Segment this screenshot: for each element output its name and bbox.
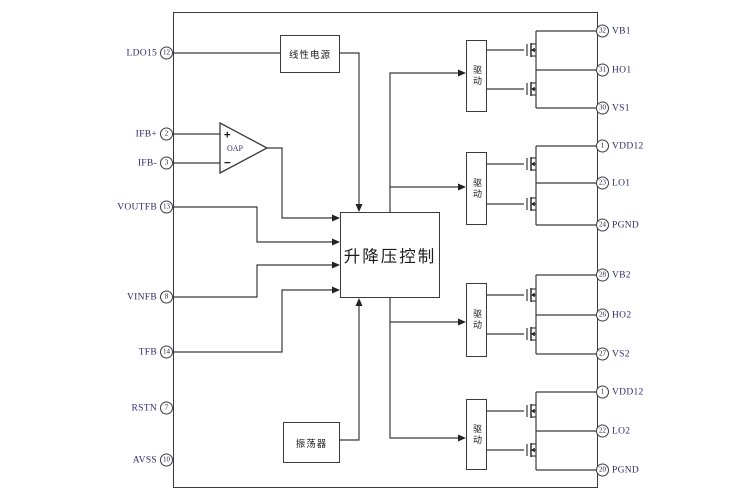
pin-vdd12-1: 1 VDD12 xyxy=(596,139,644,153)
driver-block-2: 驱动 xyxy=(466,152,487,225)
nmos-icon xyxy=(526,81,537,97)
pin-vs1: 30 VS1 xyxy=(596,101,630,115)
block-linear-regulator-label: 线性电源 xyxy=(288,50,331,61)
pin-number-circle: 23 xyxy=(596,176,609,190)
pin-number-circle: 32 xyxy=(596,24,609,38)
pin-number-circle: 31 xyxy=(596,63,609,77)
pin-vb1: 32 VB1 xyxy=(596,24,631,38)
pin-pgnd-1: 24 PGND xyxy=(596,218,639,232)
pin-vinfb: VINFB 8 xyxy=(127,290,173,304)
pin-number-circle: 12 xyxy=(160,46,173,60)
pin-vb2: 28 VB2 xyxy=(596,268,631,282)
pin-number-circle: 1 xyxy=(596,385,609,399)
pin-number-circle: 20 xyxy=(596,463,609,477)
pin-number-circle: 1 xyxy=(596,139,609,153)
opamp-plus-sign: + xyxy=(224,128,231,141)
block-buckboost-controller: 升降压控制 xyxy=(340,212,440,298)
driver-block-2-label: 驱动 xyxy=(472,177,482,200)
driver-block-1-label: 驱动 xyxy=(472,65,482,87)
pin-lo2: 22 LO2 xyxy=(596,424,630,438)
nmos-icon xyxy=(526,403,537,419)
block-oscillator-label: 振荡器 xyxy=(295,438,328,450)
pin-number-circle: 13 xyxy=(160,200,173,214)
block-linear-regulator: 线性电源 xyxy=(280,35,340,73)
pin-lo1: 23 LO1 xyxy=(596,176,630,190)
pin-rstn: RSTN 7 xyxy=(132,401,173,415)
nmos-icon xyxy=(526,196,537,212)
nmos-icon xyxy=(526,42,537,58)
driver-block-1: 驱动 xyxy=(466,40,487,112)
pin-number-circle: 2 xyxy=(160,127,173,141)
opamp-minus-sign: − xyxy=(224,156,231,169)
arrowheads xyxy=(332,69,466,442)
driver-block-3: 驱动 xyxy=(466,283,487,357)
nmos-icon xyxy=(526,326,537,342)
pin-ho1: 31 HO1 xyxy=(596,63,631,77)
block-oscillator: 振荡器 xyxy=(283,422,340,463)
pin-ldo15: LDO15 12 xyxy=(126,46,173,60)
pin-number-circle: 14 xyxy=(160,345,173,359)
wires xyxy=(173,30,598,471)
nmos-icon xyxy=(526,442,537,458)
pin-ho2: 26 HO2 xyxy=(596,308,631,322)
pin-number-circle: 8 xyxy=(160,290,173,304)
pin-ifb-plus: IFB+ 2 xyxy=(136,127,173,141)
pin-tfb: TFB 14 xyxy=(139,345,173,359)
pin-number-circle: 30 xyxy=(596,101,609,115)
pin-vs2: 27 VS2 xyxy=(596,347,630,361)
pin-number-circle: 7 xyxy=(160,401,173,415)
pin-voutfb: VOUTFB 13 xyxy=(117,200,173,214)
chip-outline xyxy=(173,12,598,488)
driver-block-4: 驱动 xyxy=(466,399,487,470)
pin-number-circle: 10 xyxy=(160,453,173,467)
nmos-icon xyxy=(526,287,537,303)
pin-number-circle: 22 xyxy=(596,424,609,438)
pin-number-circle: 28 xyxy=(596,268,609,282)
driver-block-3-label: 驱动 xyxy=(472,309,482,331)
pin-number-circle: 3 xyxy=(160,156,173,170)
pin-avss: AVSS 10 xyxy=(133,453,173,467)
pin-number-circle: 27 xyxy=(596,347,609,361)
driver-block-4-label: 驱动 xyxy=(472,423,482,446)
nmos-icon xyxy=(526,156,537,172)
opamp-label: OAP xyxy=(227,144,244,153)
pin-number-circle: 24 xyxy=(596,218,609,232)
pin-pgnd-2: 20 PGND xyxy=(596,463,639,477)
pin-vdd12-2: 1 VDD12 xyxy=(596,385,644,399)
opamp-triangle xyxy=(219,121,269,175)
pin-number-circle: 26 xyxy=(596,308,609,322)
block-buckboost-controller-label: 升降压控制 xyxy=(343,248,437,266)
pin-ifb-minus: IFB- 3 xyxy=(138,156,173,170)
